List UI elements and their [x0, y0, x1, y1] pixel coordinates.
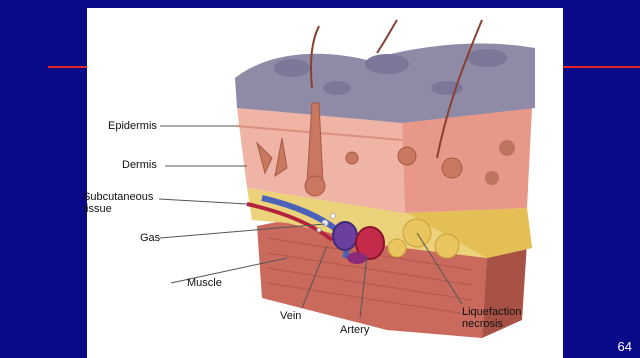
label-epidermis: Epidermis — [108, 120, 157, 132]
vein-cross-section — [333, 222, 357, 250]
page-number: 64 — [618, 339, 632, 354]
label-vein: Vein — [280, 310, 301, 322]
label-liquefaction-line1: Liquefaction — [462, 306, 521, 318]
title-rule-right — [563, 66, 640, 68]
illustration-panel: Epidermis Dermis Subcutaneous tissue Gas… — [87, 8, 563, 358]
label-artery: Artery — [340, 324, 369, 336]
dermis-layer-side — [402, 108, 532, 213]
label-liquefaction-line2: necrosis — [462, 318, 503, 330]
title-rule-left — [48, 66, 88, 68]
label-gas: Gas — [140, 232, 160, 244]
label-muscle: Muscle — [187, 277, 222, 289]
label-subcutaneous-line1: Subcutaneous — [83, 191, 153, 203]
label-subcutaneous-line2: tissue — [83, 203, 112, 215]
label-dermis: Dermis — [122, 159, 157, 171]
